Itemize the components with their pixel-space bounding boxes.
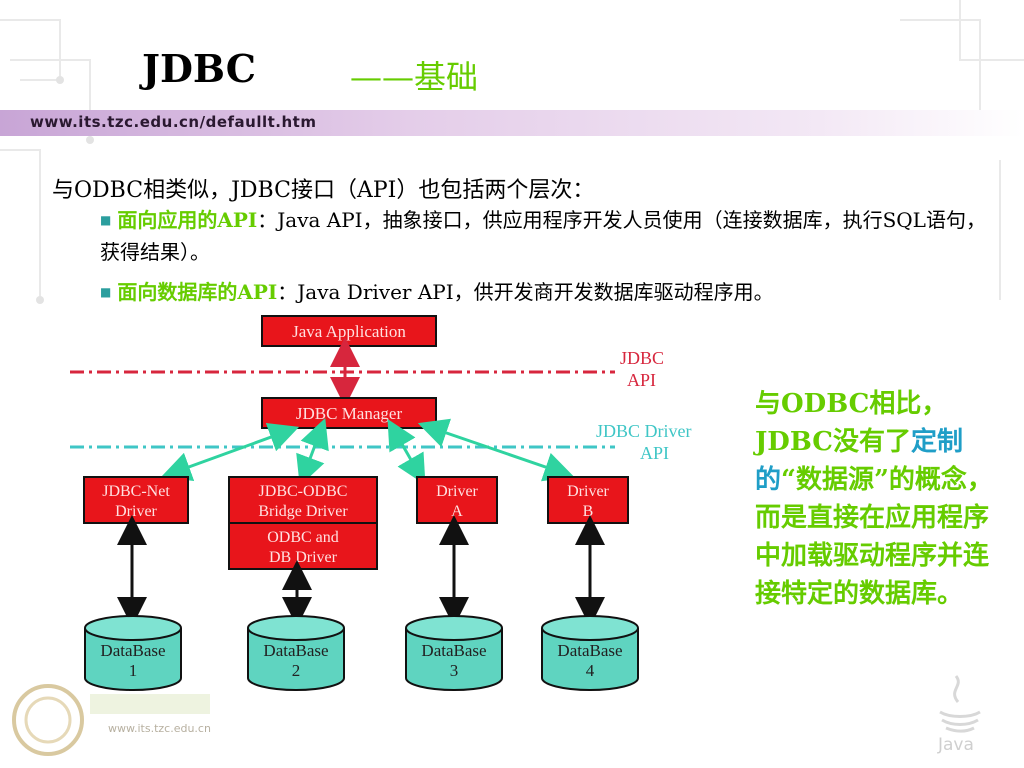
driver-box-label: Driver bbox=[567, 483, 609, 500]
jdbc-architecture-diagram: JDBC API JDBC Driver API Java Applicatio… bbox=[70, 315, 692, 691]
driver-box-label: B bbox=[583, 503, 594, 520]
bullet-square-icon: ■ bbox=[100, 285, 112, 299]
database-label: 2 bbox=[292, 661, 301, 680]
database-label: 1 bbox=[129, 661, 138, 680]
java-application-label: Java Application bbox=[292, 322, 406, 341]
odbc-box-label: ODBC and bbox=[267, 529, 339, 546]
school-logo: www.its.tzc.edu.cn bbox=[12, 684, 211, 756]
side-note: 与ODBC相比，JDBC没有了定制的“数据源”的概念，而是直接在应用程序中加载驱… bbox=[755, 385, 1000, 613]
database-cylinder-1 bbox=[84, 615, 182, 691]
jdbc-api-label-2: API bbox=[627, 370, 656, 390]
driver-box-label: Driver bbox=[436, 483, 478, 500]
database-label: DataBase bbox=[557, 641, 622, 660]
bullet-item-app-api: ■ 面向应用的API：Java API，抽象接口，供应用程序开发人员使用（连接数据… bbox=[100, 204, 1000, 268]
database-label: 4 bbox=[586, 661, 595, 680]
java-logo-icon: Java bbox=[937, 675, 981, 755]
database-label: DataBase bbox=[100, 641, 165, 660]
database-cylinder-2 bbox=[247, 615, 345, 691]
driver-box-label: A bbox=[451, 503, 463, 520]
bullet-highlight: 面向应用的API bbox=[117, 208, 258, 232]
bullet-square-icon: ■ bbox=[100, 213, 112, 227]
manager-driver-arrow-2 bbox=[296, 417, 329, 487]
java-logo-text: Java bbox=[937, 735, 974, 755]
jdbc-manager-label: JDBC Manager bbox=[296, 404, 403, 423]
database-label: DataBase bbox=[421, 641, 486, 660]
database-label: 3 bbox=[450, 661, 459, 680]
jdbc-api-label-1: JDBC bbox=[620, 348, 664, 368]
odbc-box-label: DB Driver bbox=[269, 549, 338, 566]
intro-text: 与ODBC相类似，JDBC接口（API）也包括两个层次： bbox=[52, 178, 595, 203]
bullet-text: ：Java Driver API，供开发商开发数据库驱动程序用。 bbox=[277, 280, 774, 304]
driver-box-label: Bridge Driver bbox=[258, 503, 348, 520]
database-cylinder-4 bbox=[541, 615, 639, 691]
driver-box-label: JDBC-Net bbox=[102, 483, 170, 500]
side-note-part3: “数据源”的概念，而是直接在应用程序中加载驱动程序并连接特定的数据库。 bbox=[755, 465, 993, 609]
driver-api-label-1: JDBC Driver bbox=[596, 421, 692, 441]
bullet-item-driver-api: ■ 面向数据库的API：Java Driver API，供开发商开发数据库驱动程序… bbox=[100, 276, 1000, 308]
url-banner: www.its.tzc.edu.cn/defaullt.htm bbox=[0, 110, 1024, 136]
driver-box-label: Driver bbox=[115, 503, 157, 520]
manager-driver-arrow-3 bbox=[387, 418, 426, 486]
database-label: DataBase bbox=[263, 641, 328, 660]
manager-driver-arrow-4 bbox=[417, 418, 575, 482]
side-note-part2: 定制的 bbox=[755, 427, 964, 495]
side-note-part1: 与ODBC相比，JDBC没有了 bbox=[755, 389, 948, 457]
url-text: www.its.tzc.edu.cn/defaullt.htm bbox=[30, 113, 317, 131]
driver-box-label: JDBC-ODBC bbox=[259, 483, 348, 500]
slide-subtitle: ——基础 bbox=[350, 58, 479, 96]
bullet-text: ：Java API，抽象接口，供应用程序开发人员使用（连接数据库，执行SQL语句… bbox=[100, 208, 986, 264]
manager-driver-arrow-1 bbox=[160, 423, 300, 481]
slide-title: JDBC bbox=[142, 46, 256, 91]
jdbc-manager-box bbox=[261, 397, 437, 429]
driver-api-label-2: API bbox=[640, 443, 669, 463]
footer-url: www.its.tzc.edu.cn bbox=[108, 722, 211, 735]
database-cylinder-3 bbox=[405, 615, 503, 691]
bullet-highlight: 面向数据库的API bbox=[117, 280, 278, 304]
